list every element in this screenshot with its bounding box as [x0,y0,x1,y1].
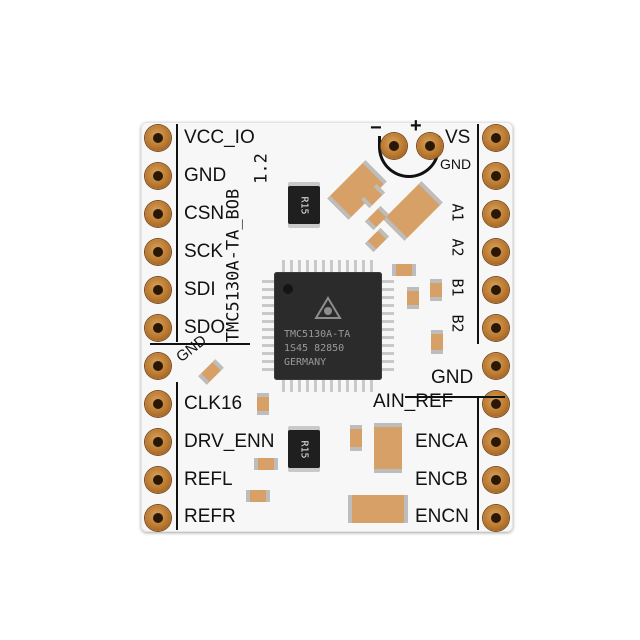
pin-label-refr: REFR [184,506,236,527]
capacitor-large [348,495,408,523]
silkscreen-line [405,396,505,398]
pin-label-sdi: SDI [184,279,216,300]
chip-pin-row [382,280,394,372]
silkscreen-line [477,398,479,530]
capacitor-small [431,330,443,354]
tmc5130-chip: TMC5130A-TA 1S45 82850 GERMANY [274,272,382,380]
pin-pad [483,505,509,531]
chip-pin-row [282,260,374,272]
motor-label-a1: A1 [448,203,467,222]
pin-pad [145,353,171,379]
chip-marking-line1: TMC5130A-TA [284,329,351,340]
chip-pin-row [262,280,274,372]
chip-marking-line2: 1S45 82850 [284,343,345,354]
polarity-plus: + [410,115,422,137]
pin-label-sck: SCK [184,241,224,262]
power-pad-minus [381,133,407,159]
pin-label-drv-enn: DRV_ENN [184,431,275,452]
board-name-vertical: TMC5130A-TA_BOB [223,188,244,343]
pin-label-gnd-right: GND [431,367,474,388]
pin-pad [145,239,171,265]
pin-pad [145,163,171,189]
pin-label-gnd-small: GND [440,156,472,172]
silkscreen-line [176,382,178,530]
pin-label-clk16: CLK16 [184,393,243,414]
pin-label-encb: ENCB [415,469,468,490]
pin-pad [483,201,509,227]
capacitor-small [407,287,419,309]
capacitor-small [246,490,270,502]
silkscreen-line [150,343,250,345]
pin-pad [483,467,509,493]
capacitor-small [430,279,442,301]
chip-marking-line3: GERMANY [284,357,327,368]
capacitor-small [392,264,416,276]
pin-label-vcc-io: VCC_IO [184,127,255,148]
pin-pad [145,277,171,303]
pin-pad [483,277,509,303]
motor-label-b2: B2 [448,314,467,333]
capacitor-small [257,393,269,415]
resistor-bottom: R15 [288,430,320,468]
resistor-top-label: R15 [298,195,310,215]
pin-pad [145,201,171,227]
polarity-minus: − [370,117,382,139]
pin-pad [483,353,509,379]
pin-label-refl: REFL [184,469,233,490]
chip-pin-row [282,380,374,392]
pin-label-encn: ENCN [415,506,469,527]
silkscreen-line [477,124,479,344]
pin-pad [483,239,509,265]
board-version-vertical: 1.2 [251,153,272,184]
pin-pad [483,315,509,341]
resistor-top: R15 [288,186,320,224]
pin-pad [483,391,509,417]
trinamic-logo-icon [314,296,342,319]
capacitor-small [350,425,362,451]
capacitor-small [254,458,278,470]
pin-pad [483,125,509,151]
pin-label-ain-ref: AIN_REF [373,391,454,412]
silkscreen-line [176,124,178,342]
capacitor-large [374,423,402,473]
pin-label-enca: ENCA [415,431,468,452]
pin-label-gnd: GND [184,165,227,186]
pin-pad [145,505,171,531]
pin-pad [483,163,509,189]
pin-label-csn: CSN [184,203,225,224]
pin1-marker [283,284,293,294]
power-pad-plus [417,133,443,159]
pin-pad [483,429,509,455]
pin-label-sdo: SDO [184,317,226,338]
pin-label-vs: VS [445,127,471,148]
pin-pad [145,391,171,417]
pin-pad [145,315,171,341]
pin-pad [145,125,171,151]
pin-pad [145,429,171,455]
pin-pad [145,467,171,493]
motor-label-b1: B1 [448,278,467,297]
motor-label-a2: A2 [448,238,467,257]
resistor-bottom-label: R15 [298,439,310,459]
